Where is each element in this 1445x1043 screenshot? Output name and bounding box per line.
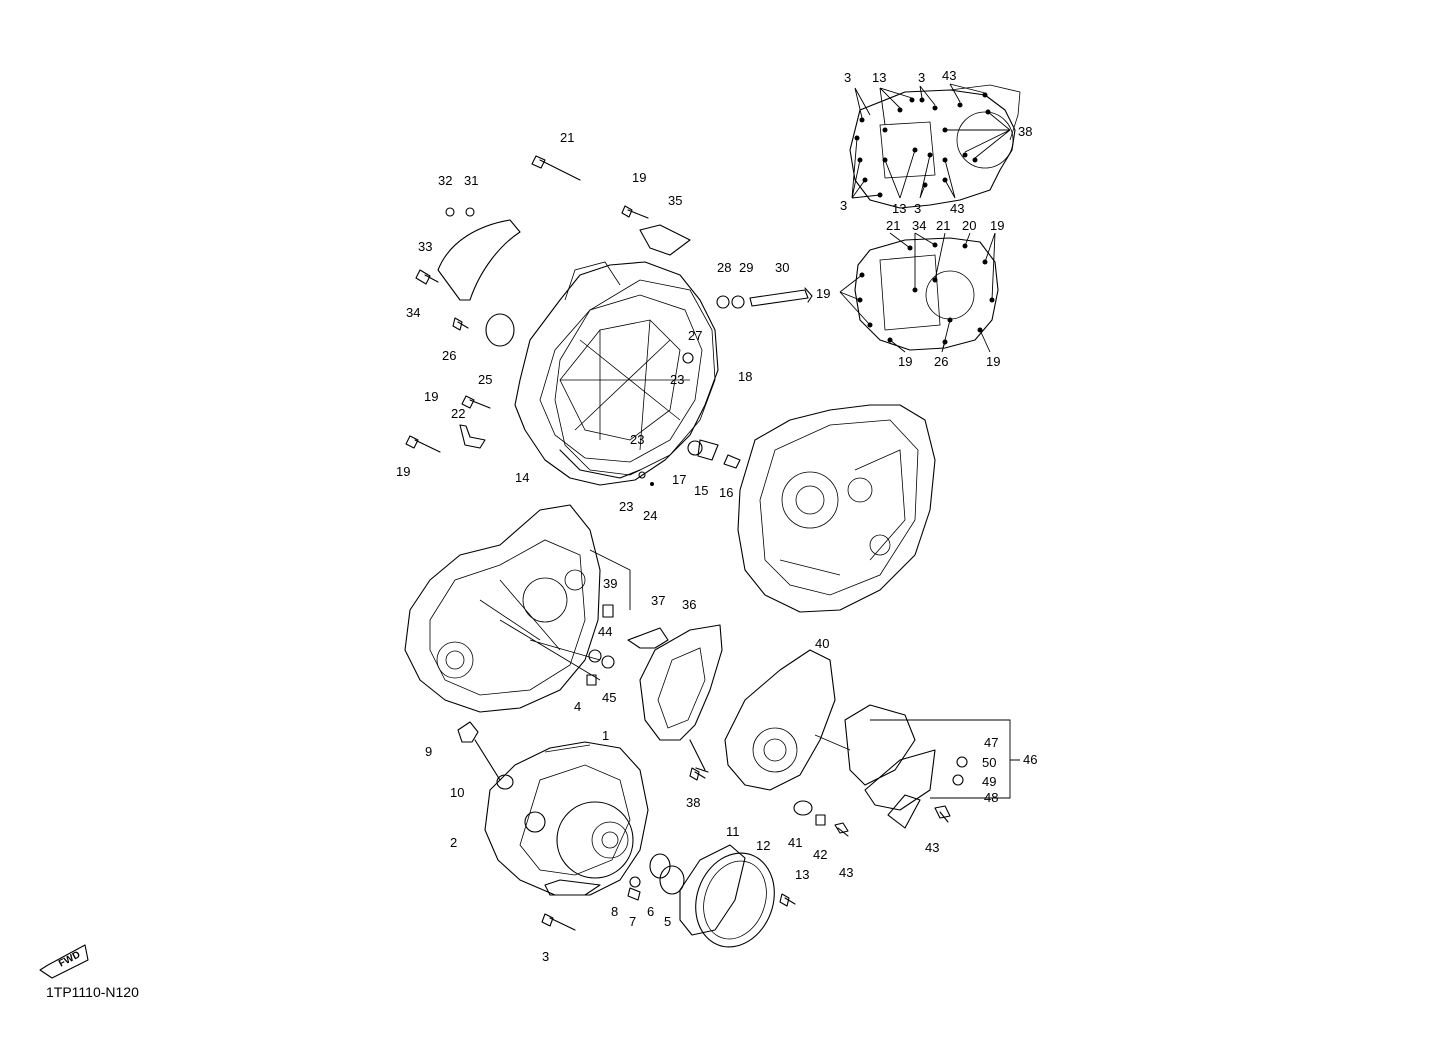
cover-2-small-parts	[541, 767, 706, 931]
callout-15: 15	[694, 483, 708, 498]
callout-21: 21	[936, 218, 950, 233]
callout-36: 36	[682, 597, 696, 612]
callout-19: 19	[396, 464, 410, 479]
callout-7: 7	[629, 914, 636, 929]
callout-39: 39	[603, 576, 617, 591]
callout-48: 48	[984, 790, 998, 805]
callout-3: 3	[918, 70, 925, 85]
cover-36	[639, 624, 723, 773]
callout-13: 13	[795, 867, 809, 882]
callout-2: 2	[450, 835, 457, 850]
callout-18: 18	[738, 369, 752, 384]
callout-41: 41	[788, 835, 802, 850]
callout-46: 46	[1023, 752, 1037, 767]
callout-14: 14	[515, 470, 529, 485]
callout-13: 13	[892, 201, 906, 216]
callout-30: 30	[775, 260, 789, 275]
crankcase-cover-left	[514, 261, 719, 486]
callout-19: 19	[990, 218, 1004, 233]
callout-37: 37	[651, 593, 665, 608]
callout-21: 21	[560, 130, 574, 145]
callout-26: 26	[934, 354, 948, 369]
callout-21: 21	[886, 218, 900, 233]
callout-10: 10	[450, 785, 464, 800]
callout-43: 43	[950, 201, 964, 216]
callout-11: 11	[726, 824, 740, 839]
crankcase-cover-gasket	[839, 232, 999, 353]
cover-11	[679, 844, 746, 936]
callout-34: 34	[406, 305, 420, 320]
cover-40	[724, 649, 851, 791]
fwd-label: FWD	[57, 949, 82, 969]
callout-3: 3	[542, 949, 549, 964]
callout-19: 19	[898, 354, 912, 369]
callout-34: 34	[912, 218, 926, 233]
crankcase-cover-2	[484, 741, 649, 896]
left-cover-small-parts	[405, 155, 741, 486]
callout-40: 40	[815, 636, 829, 651]
callout-25: 25	[478, 372, 492, 387]
callout-42: 42	[813, 847, 827, 862]
fwd-arrow-icon: FWD	[39, 944, 89, 979]
callout-45: 45	[602, 690, 616, 705]
callout-43: 43	[925, 840, 939, 855]
callout-22: 22	[451, 406, 465, 421]
callout-44: 44	[598, 624, 612, 639]
callout-24: 24	[643, 508, 657, 523]
cover-12	[695, 852, 796, 948]
callout-43: 43	[942, 68, 956, 83]
bolt-pattern-upper	[849, 83, 1021, 209]
callout-19: 19	[986, 354, 1000, 369]
callout-5: 5	[664, 914, 671, 929]
callout-20: 20	[962, 218, 976, 233]
callout-19: 19	[816, 286, 830, 301]
callout-38: 38	[686, 795, 700, 810]
callout-27: 27	[688, 328, 702, 343]
callout-28: 28	[717, 260, 731, 275]
callout-33: 33	[418, 239, 432, 254]
plate-37	[627, 627, 669, 649]
callout-23: 23	[630, 432, 644, 447]
callout-19: 19	[632, 170, 646, 185]
callout-19: 19	[424, 389, 438, 404]
callout-1: 1	[602, 728, 609, 743]
callout-13: 13	[872, 70, 886, 85]
callout-50: 50	[982, 755, 996, 770]
oil-filler-plug	[457, 721, 514, 790]
callout-26: 26	[442, 348, 456, 363]
callout-6: 6	[647, 904, 654, 919]
callout-49: 49	[982, 774, 996, 789]
callout-12: 12	[756, 838, 770, 853]
shaft-and-washers	[716, 287, 813, 309]
callout-32: 32	[438, 173, 452, 188]
crankcase-gasket-18	[554, 279, 716, 476]
callout-3: 3	[914, 201, 921, 216]
callout-3: 3	[840, 198, 847, 213]
guard-assembly	[844, 704, 1020, 829]
callout-17: 17	[672, 472, 686, 487]
callout-43: 43	[839, 865, 853, 880]
callout-38: 38	[1018, 124, 1032, 139]
callout-29: 29	[739, 260, 753, 275]
callout-8: 8	[611, 904, 618, 919]
callout-31: 31	[464, 173, 478, 188]
drawing-code: 1TP1110-N120	[46, 984, 139, 1000]
callout-16: 16	[719, 485, 733, 500]
callout-23: 23	[619, 499, 633, 514]
crankcase-right-half	[737, 404, 936, 613]
collar-pin-bolt	[793, 800, 849, 837]
callout-35: 35	[668, 193, 682, 208]
callout-9: 9	[425, 744, 432, 759]
callout-3: 3	[844, 70, 851, 85]
crankcase-left-half	[404, 504, 631, 713]
callout-4: 4	[574, 699, 581, 714]
callout-47: 47	[984, 735, 998, 750]
callout-23: 23	[670, 372, 684, 387]
